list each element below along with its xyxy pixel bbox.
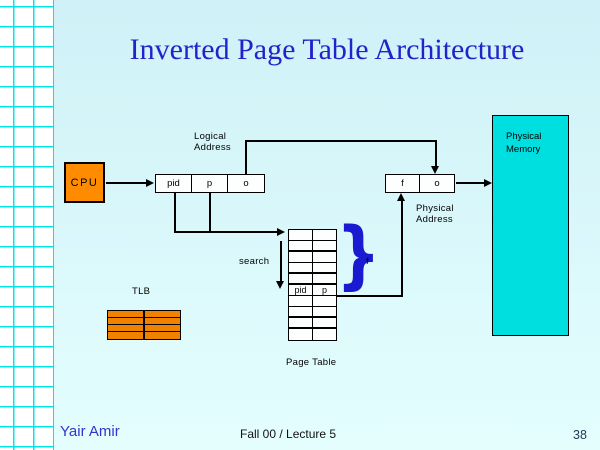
frame-line-up — [401, 200, 403, 296]
page-table-cell: pid — [289, 285, 313, 295]
page-table-row — [289, 329, 336, 340]
logical-address-boxes: pid p o — [155, 174, 265, 193]
search-line — [280, 241, 282, 283]
page-table-row — [289, 307, 336, 318]
page-table-cell — [289, 329, 313, 340]
p-drop-line — [209, 192, 211, 232]
graph-paper-strip — [0, 0, 54, 450]
physical-f-cell: f — [385, 174, 420, 193]
page-table-cell — [313, 307, 336, 316]
offset-line-down — [435, 140, 437, 167]
page-table-row — [289, 252, 336, 263]
page-table-cell — [289, 296, 313, 306]
physical-address-label: Physical Address — [416, 203, 454, 225]
tlb-cell — [108, 311, 145, 317]
physical-o-cell: o — [420, 174, 455, 193]
to-page-table-line — [174, 231, 279, 233]
address-to-memory-arrowhead-icon — [484, 179, 492, 187]
tlb-row — [108, 318, 180, 325]
physical-memory-box: Physical Memory — [492, 115, 569, 336]
tlb-cell — [108, 332, 145, 339]
page-number: 38 — [573, 428, 587, 442]
tlb-cell — [108, 318, 145, 324]
page-table-row — [289, 241, 336, 252]
page-table-label: Page Table — [286, 357, 337, 368]
logical-p-cell: p — [192, 174, 228, 193]
page-table-cell — [289, 274, 313, 283]
logical-o-cell: o — [228, 174, 265, 193]
logical-address-label: Logical Address — [194, 131, 231, 153]
page-table-row — [289, 230, 336, 241]
page-table-cell — [313, 230, 336, 240]
offset-line-top — [245, 140, 436, 142]
offset-arrowhead-icon — [431, 166, 439, 174]
page-table-cell — [289, 230, 313, 240]
page-table-cell — [289, 241, 313, 250]
pid-drop-line — [174, 192, 176, 232]
page-table-cell — [313, 241, 336, 250]
tlb-cell — [145, 318, 180, 324]
page-table-cell — [313, 329, 336, 340]
page-table-cell — [313, 318, 336, 327]
frame-arrowhead-icon — [397, 193, 405, 201]
tlb-row — [108, 325, 180, 332]
cpu-to-logical-line — [106, 182, 148, 184]
entry-to-frame-line — [337, 295, 403, 297]
search-label: search — [239, 256, 270, 267]
tlb-cell — [145, 325, 180, 331]
page-table-cell: p — [321, 284, 327, 295]
footer-author: Yair Amir — [60, 423, 120, 440]
frame-label: f — [366, 256, 369, 267]
page-table-row — [289, 296, 336, 307]
physical-address-boxes: f o — [385, 174, 455, 193]
page-title: Inverted Page Table Architecture — [129, 33, 525, 66]
page-table-cell — [289, 263, 313, 272]
page-table-cell — [313, 296, 336, 306]
tlb-row — [108, 311, 180, 318]
tlb-table — [107, 310, 181, 340]
page-table-row — [289, 263, 336, 274]
tlb-cell — [108, 325, 145, 331]
footer-course: Fall 00 / Lecture 5 — [240, 427, 337, 441]
search-arrowhead-icon — [276, 281, 284, 289]
cpu-box: CPU — [64, 162, 105, 203]
page-table-cell — [313, 252, 336, 262]
page-table-row — [289, 318, 336, 329]
tlb-row — [108, 332, 180, 339]
to-page-table-arrowhead-icon — [277, 228, 285, 236]
tlb-cell — [145, 311, 180, 317]
page-table-row — [289, 274, 336, 285]
tlb-cell — [145, 332, 180, 339]
address-to-memory-line — [456, 182, 486, 184]
page-table-cell — [289, 252, 313, 262]
page-table-cell — [313, 263, 336, 272]
tlb-label: TLB — [132, 286, 151, 297]
offset-line-up — [245, 140, 247, 175]
cpu-to-logical-arrowhead-icon — [146, 179, 154, 187]
frame-brace-icon: } — [336, 212, 381, 298]
page-table-cell — [289, 307, 313, 316]
page-table-cell — [313, 274, 336, 283]
page-table-cell — [289, 318, 313, 327]
logical-pid-cell: pid — [155, 174, 192, 193]
